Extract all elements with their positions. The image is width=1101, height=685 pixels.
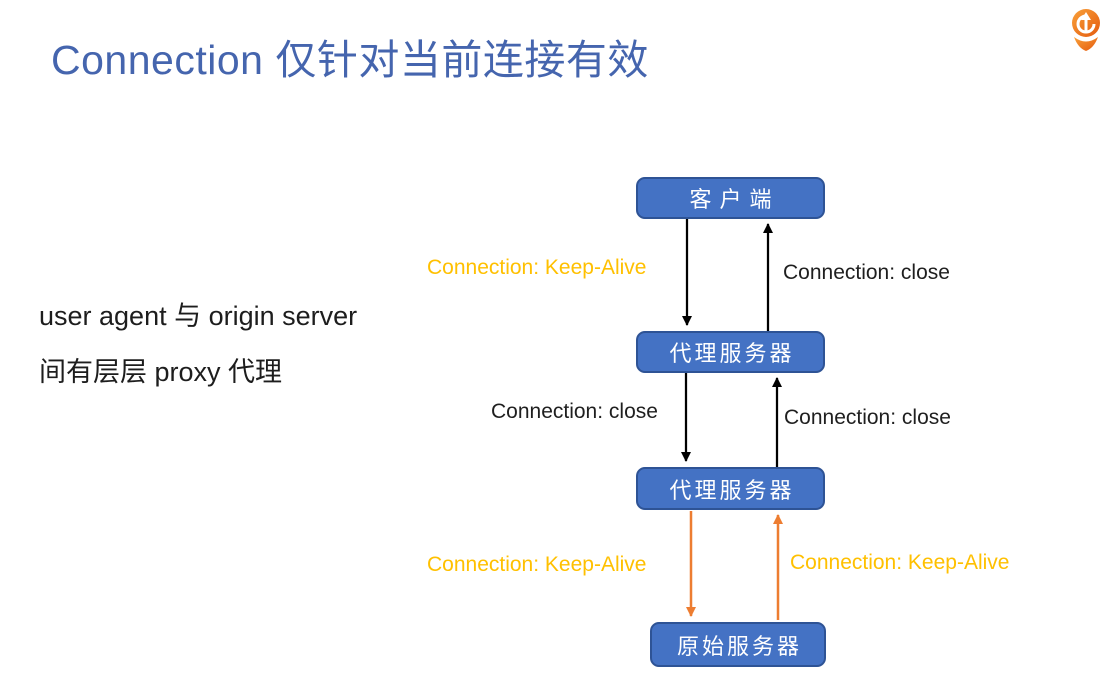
page-title: Connection 仅针对当前连接有效 (51, 37, 649, 83)
node-client: 客户端 (636, 177, 825, 219)
edge-label-close-top-right: Connection: close (783, 261, 950, 284)
side-note-line2: 间有层层 proxy 代理 (39, 357, 283, 387)
node-origin-server: 原始服务器 (650, 622, 826, 667)
edge-label-keep-alive-bottom-left: Connection: Keep-Alive (427, 553, 647, 576)
node-proxy-server-2: 代理服务器 (636, 467, 825, 510)
brand-pin-logo-icon (1069, 7, 1101, 53)
brand-pin-logo-svg (1072, 9, 1100, 51)
side-note-line1: user agent 与 origin server (39, 301, 358, 331)
edge-label-keep-alive-top-left: Connection: Keep-Alive (427, 256, 647, 279)
node-proxy-server-1: 代理服务器 (636, 331, 825, 373)
edge-label-keep-alive-bottom-right: Connection: Keep-Alive (790, 551, 1010, 574)
edge-label-close-mid-left: Connection: close (491, 400, 658, 423)
side-note: user agent 与 origin server 间有层层 proxy 代理 (39, 288, 357, 400)
edge-label-close-mid-right: Connection: close (784, 406, 951, 429)
